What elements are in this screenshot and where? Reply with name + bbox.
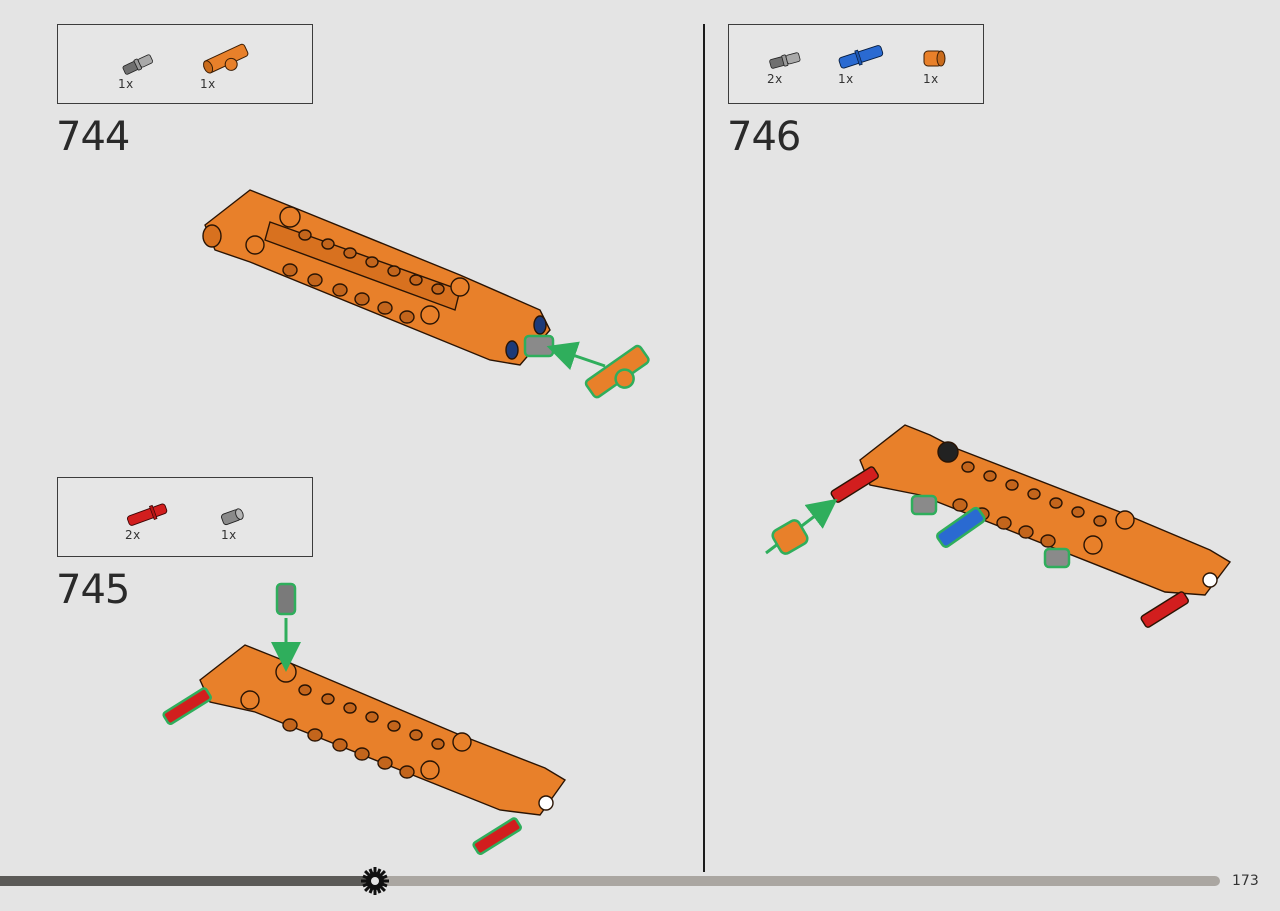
gear-icon — [360, 866, 390, 901]
part-qty: 2x — [125, 528, 141, 542]
progress-track — [0, 876, 1220, 886]
assembly-step-746 — [765, 424, 1232, 628]
assembly-step-745 — [162, 582, 567, 856]
assembly-step-744 — [202, 189, 650, 399]
parts-box-step-744: 1x 1x — [57, 24, 313, 104]
parts-box-step-746: 2x 1x 1x — [728, 24, 984, 104]
gray-axle-pin-icon — [118, 53, 158, 77]
part-qty: 1x — [923, 72, 939, 86]
part-qty: 1x — [838, 72, 854, 86]
progress-fill — [0, 876, 376, 886]
part-qty: 2x — [767, 72, 783, 86]
orange-bush-icon — [919, 45, 949, 73]
page-number: 173 — [1232, 873, 1259, 889]
step-number: 744 — [56, 114, 130, 160]
gray-axle-pin-icon — [765, 49, 805, 73]
orange-cross-connector-icon — [198, 39, 254, 77]
part-qty: 1x — [118, 77, 134, 91]
red-pin-icon — [122, 500, 176, 528]
part-qty: 1x — [221, 528, 237, 542]
step-number: 745 — [56, 567, 130, 613]
step-number: 746 — [727, 114, 801, 160]
gray-bush-icon — [218, 506, 248, 528]
part-qty: 1x — [200, 77, 216, 91]
page-divider — [703, 24, 705, 872]
blue-pin-icon — [835, 41, 889, 73]
parts-box-step-745: 2x 1x — [57, 477, 313, 557]
